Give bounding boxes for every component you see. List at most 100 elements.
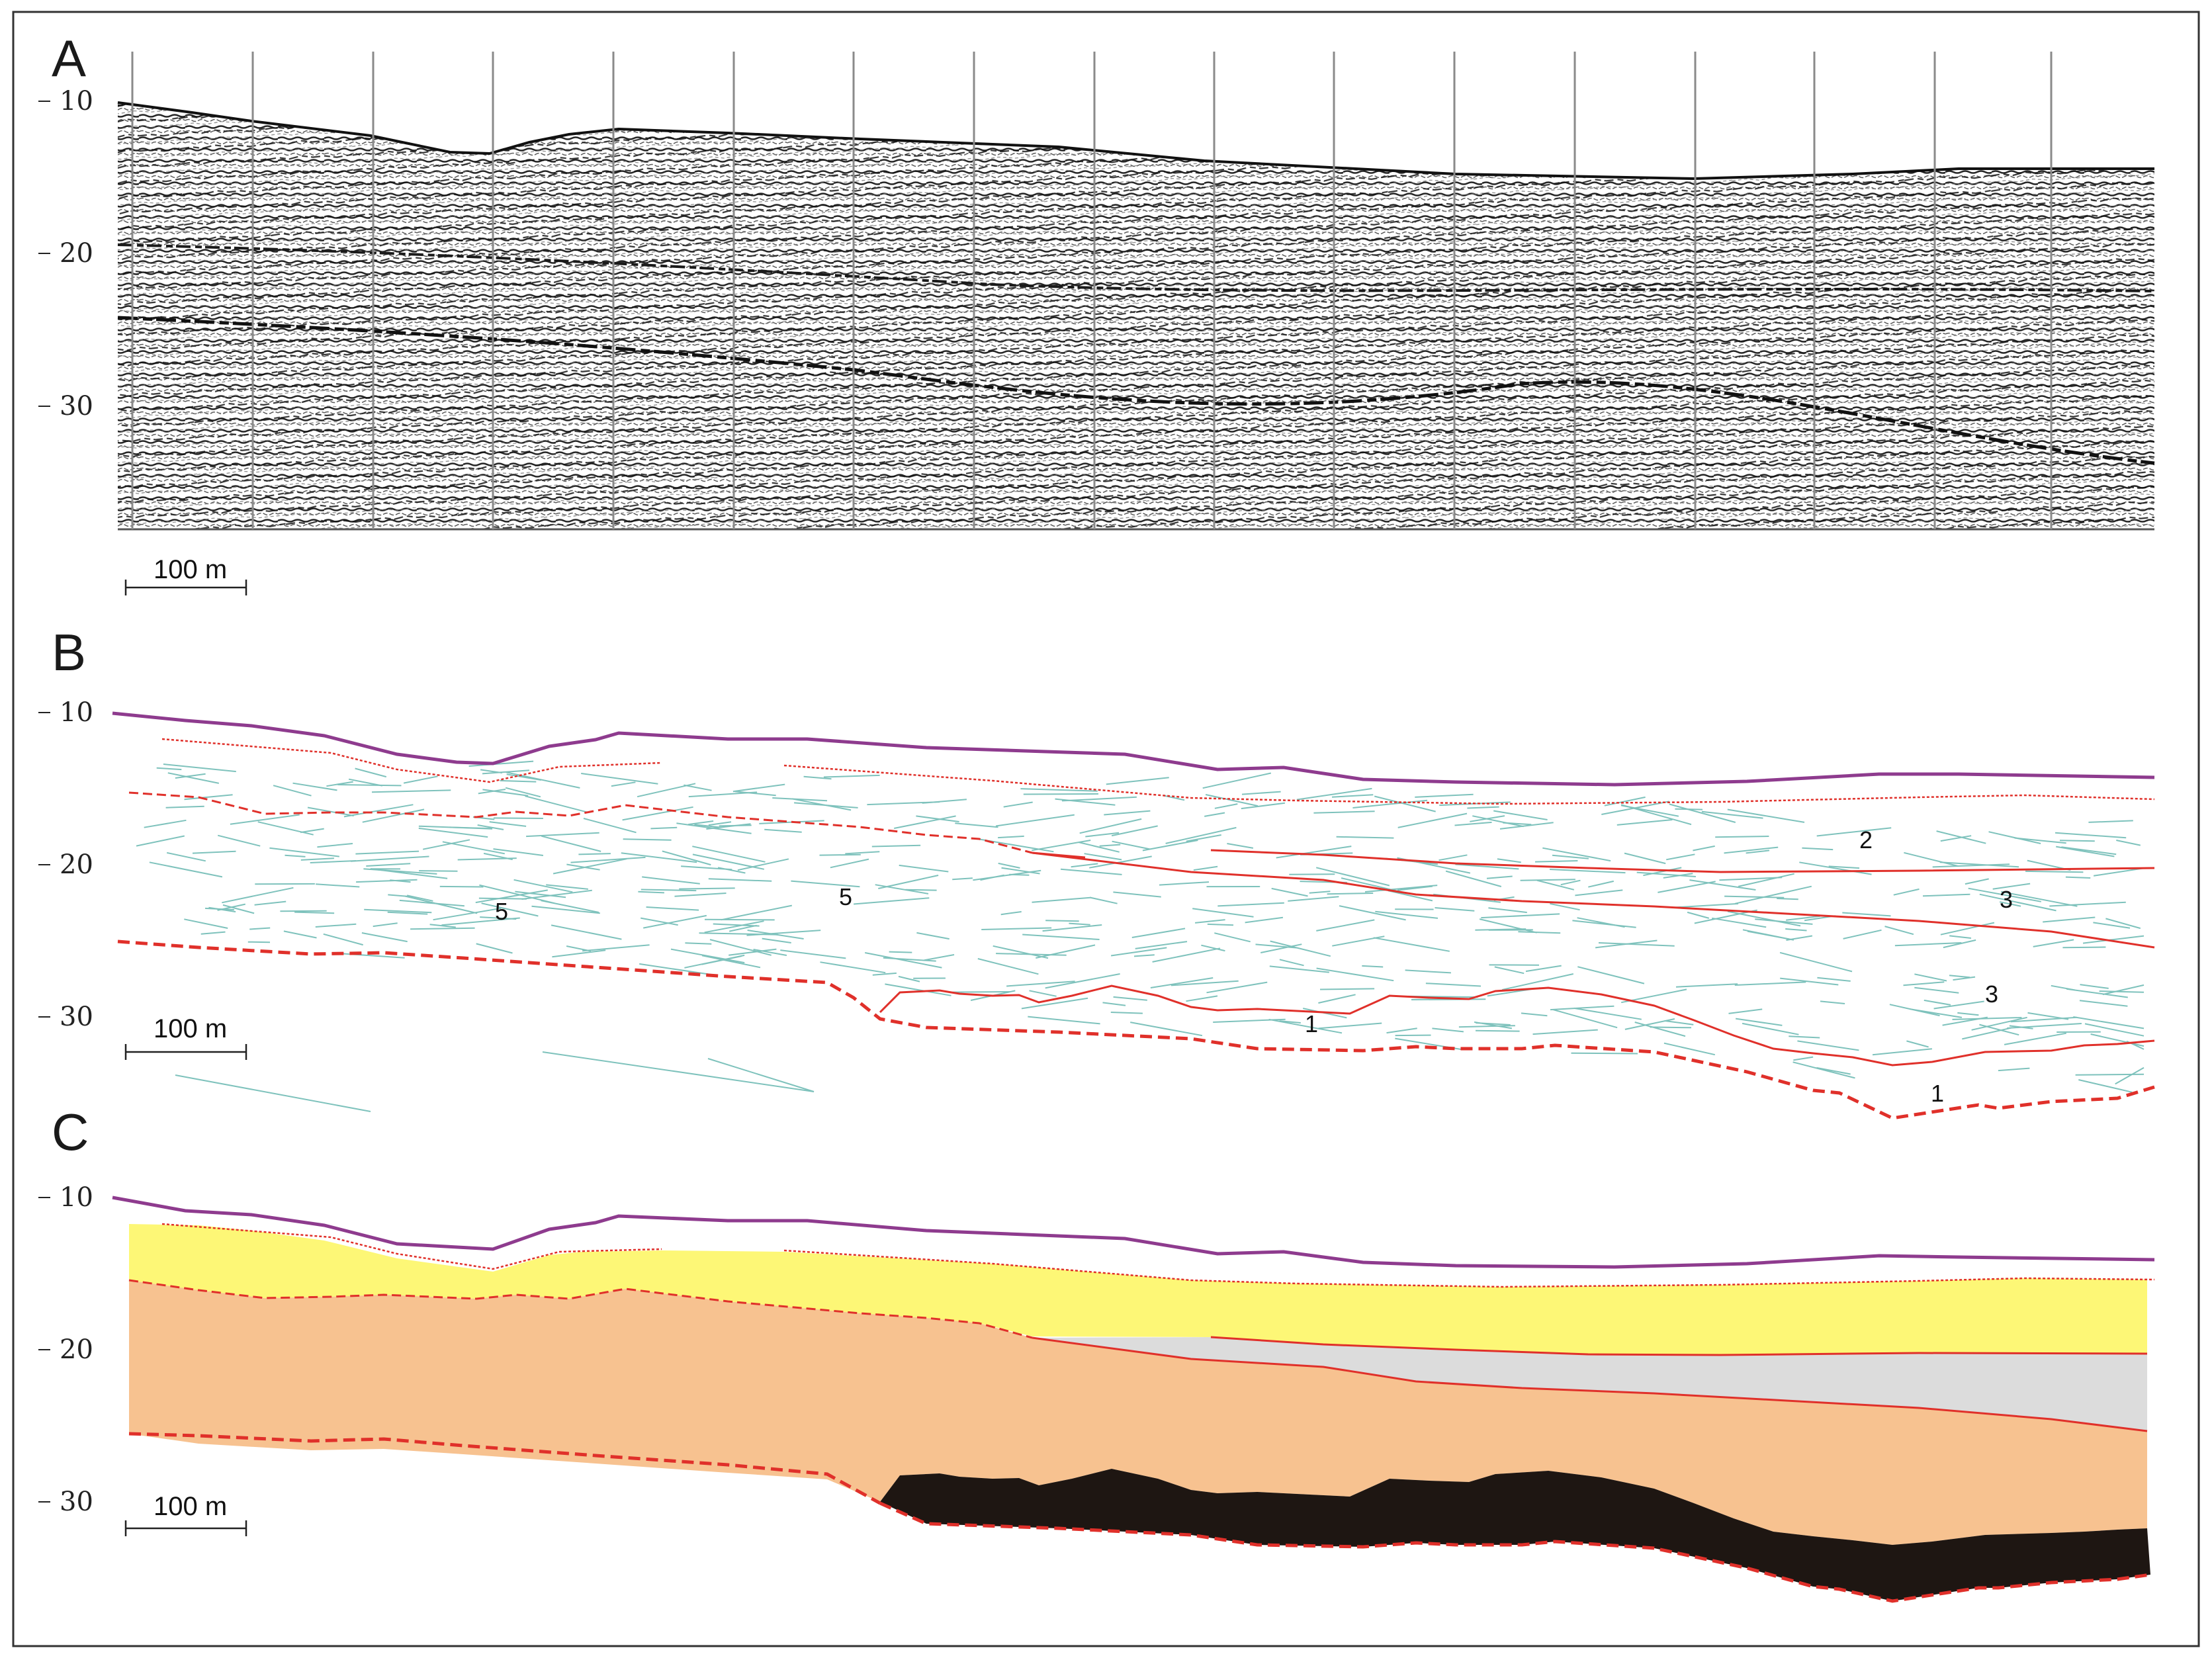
reflector-segment (1455, 863, 1519, 870)
reflector-segment (1313, 810, 1375, 814)
reflector-segment (676, 822, 752, 834)
reflector-segment (1373, 937, 1450, 952)
reflector-segment (1952, 1017, 2022, 1020)
reflector-segment (513, 879, 573, 893)
reflector-segment (1085, 832, 1120, 838)
reflector-segment (1458, 1025, 1515, 1028)
reflector-segment (1186, 834, 1221, 842)
reflector-segment (1201, 944, 1225, 952)
reflector-segment (1799, 861, 1872, 875)
reflector-segment (217, 834, 261, 847)
reflector-segment (410, 927, 475, 930)
reflector-segment (1719, 877, 1783, 881)
reflector-segment (175, 1074, 371, 1112)
reflector-segment (753, 949, 787, 956)
reflector-segment (2073, 1016, 2145, 1029)
reflector-segment (2093, 922, 2131, 929)
reflector-segment (1214, 932, 1251, 943)
reflector-segment (662, 850, 711, 866)
reflector-segment (1884, 926, 1914, 936)
panel-b-letter: B (52, 623, 86, 681)
reflector-segment (2055, 832, 2127, 839)
reflector-segment (622, 806, 693, 821)
reflector-segment (1953, 976, 1976, 981)
reflector-segment (2099, 990, 2145, 993)
reflector-segment (871, 844, 921, 848)
reflector-segment (1998, 1067, 2030, 1072)
reflector-segment (1552, 1008, 1618, 1029)
reflector-segment (643, 914, 707, 929)
reflector-segment (708, 878, 772, 882)
reflector-segment (222, 887, 294, 904)
panel-a: A 10 20 30 100 m (38, 29, 2155, 595)
reflector-segment (1922, 893, 1970, 897)
reflector-segment (1889, 1004, 1940, 1017)
reflector-segment (481, 902, 539, 917)
reflector-segment (1988, 831, 2041, 844)
reflector-segment (2025, 870, 2084, 873)
reflector-segment (315, 923, 357, 928)
reflector-segment (1032, 840, 1091, 851)
reflector-segment (746, 930, 821, 936)
reflector-segment (364, 908, 432, 914)
reflector-segment (1194, 919, 1225, 924)
reflector-segment (1104, 810, 1151, 816)
reflector-segment (638, 891, 664, 894)
reflector-segment (1965, 878, 1989, 885)
reflector-segment (2027, 1012, 2069, 1020)
panel-c-base-unit-5 (128, 1432, 881, 1505)
unit-grey-fill (1032, 1337, 2147, 1431)
reflector-segment (916, 815, 959, 822)
reflector-segment (1793, 1056, 1814, 1061)
reflector-segment (916, 932, 950, 940)
reflector-segment (1192, 908, 1254, 918)
reflector-segment (1666, 853, 1695, 861)
unit-black-fill (880, 1469, 2150, 1601)
reflector-segment (1777, 898, 1798, 900)
reflector-segment (894, 815, 956, 829)
reflector-segment (1309, 891, 1331, 894)
reflector-segment (1445, 870, 1502, 887)
reflector-segment (1227, 843, 1254, 849)
reflector-segment (764, 828, 802, 833)
reflector-segment (149, 861, 223, 878)
reflector-segment (316, 883, 360, 888)
reflector-segment (441, 917, 520, 926)
reflector-segment (701, 955, 742, 965)
reflector-segment (373, 922, 398, 928)
unit-label-5-left: 5 (495, 898, 508, 925)
reflector-segment (1165, 826, 1237, 844)
reflector-segment (1111, 825, 1158, 837)
reflector-segment (1159, 881, 1210, 886)
reflector-segment (200, 931, 226, 935)
reflector-segment (356, 879, 418, 883)
reflector-segment (1205, 794, 1259, 807)
reflector-segment (581, 773, 658, 785)
reflector-segment (582, 944, 650, 952)
reflector-segment (823, 774, 880, 778)
reflector-segment (1245, 916, 1284, 924)
reflector-segment (2080, 984, 2109, 989)
reflector-segment (326, 781, 353, 787)
reflector-segment (457, 857, 517, 861)
reflector-segment (478, 789, 506, 795)
reflector-segment (1843, 929, 1882, 939)
reflector-segment (1133, 954, 1155, 957)
reflector-segment (1738, 873, 1794, 887)
reflector-segment (254, 900, 287, 906)
seismic-seabed-line (117, 101, 2154, 181)
reflector-segment (1636, 871, 1696, 877)
tick-label-c-20: 20 (60, 1334, 93, 1365)
reflector-segment (1207, 923, 1234, 926)
reflector-segment (1797, 1040, 1859, 1051)
reflector-segment (1724, 846, 1779, 854)
reflector-segment (1734, 981, 1806, 986)
tick-label-a-20: 20 (60, 238, 93, 269)
reflector-segment (2066, 988, 2128, 998)
reflector-segment (1957, 1012, 1979, 1016)
reflector-segment (1572, 920, 1636, 928)
reflector-segment (1663, 1042, 1716, 1056)
reflector-segment (2088, 820, 2133, 823)
reflector-segment (780, 949, 846, 959)
reflector-segment (641, 889, 697, 892)
